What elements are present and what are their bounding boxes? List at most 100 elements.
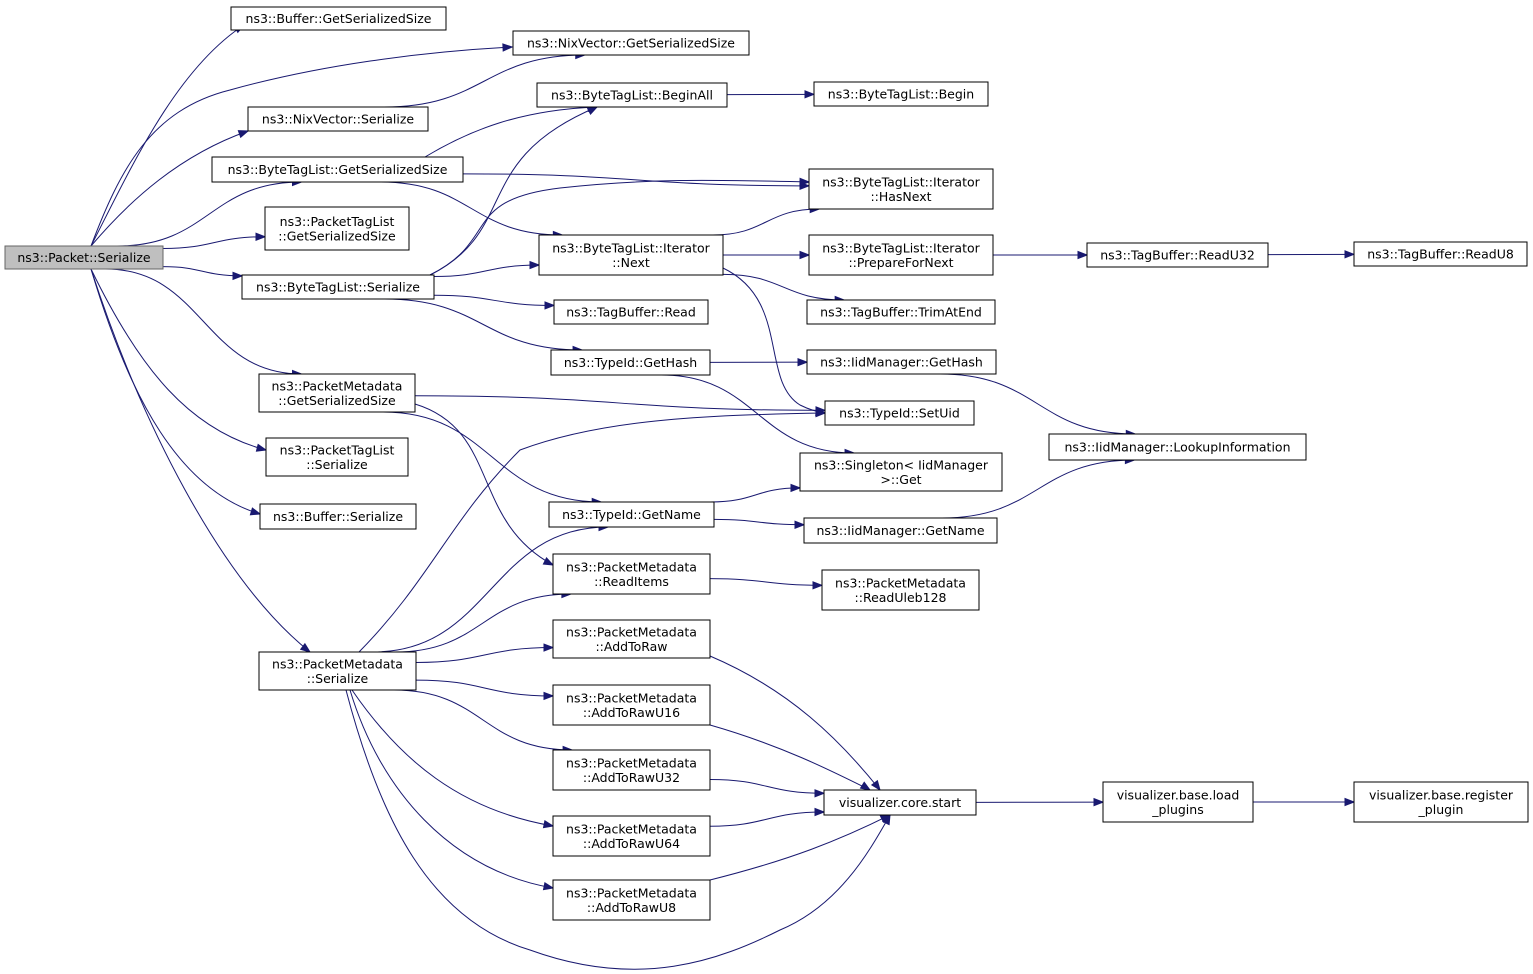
node-buf_gss[interactable]: ns3::Buffer::GetSerializedSize [230,6,447,31]
edge-btl_ser-to-tb_read [433,294,555,306]
edge-root-to-btl_ser-arrowhead [232,271,244,281]
node-box [264,206,410,251]
node-iid_gethash[interactable]: ns3::IidManager::GetHash [806,349,997,375]
node-btl_beginall[interactable]: ns3::ByteTagList::BeginAll [536,82,728,108]
node-label: ::GetSerializedSize [278,393,396,408]
node-box [803,517,998,544]
node-box [552,684,711,726]
node-pm_readitems[interactable]: ns3::PacketMetadata::ReadItems [552,553,711,595]
node-ptl_ser[interactable]: ns3::PacketTagList::Serialize [265,437,409,477]
edge-root-to-nix_ser [90,130,249,247]
node-root[interactable]: ns3::Packet::Serialize [4,245,164,270]
node-label: ns3::ByteTagList::Iterator [822,240,980,255]
node-tb_readu32[interactable]: ns3::TagBuffer::ReadU32 [1086,242,1269,268]
node-vis_register[interactable]: visualizer.base.register_plugin [1353,781,1529,823]
node-nix_gss[interactable]: ns3::NixVector::GetSerializedSize [512,30,750,56]
node-box [247,106,429,132]
node-pm_addtoraw[interactable]: ns3::PacketMetadata::AddToRaw [552,619,711,659]
edge-pm_addtoraw16-to-vis_start [709,724,871,791]
node-label: ns3::TypeId::GetHash [564,355,697,370]
edge-btl_ser-to-tb_read-arrowhead [544,301,556,310]
edge-pm_ser-to-vis_start [345,689,891,970]
node-label: ns3::PacketMetadata [566,885,697,900]
node-label: ns3::PacketTagList [280,214,395,229]
edge-pm_addtoraw-to-vis_start [709,655,881,791]
node-label: ns3::Buffer::GetSerializedSize [246,11,432,26]
node-box [821,569,980,611]
node-tid_getname[interactable]: ns3::TypeId::GetName [548,501,715,528]
node-box [259,503,417,530]
node-label: ns3::PacketMetadata [566,559,697,574]
node-label: ns3::TagBuffer::ReadU32 [1100,248,1255,263]
edge-pm_addtoraw32-to-vis_start [709,779,825,794]
node-box [552,553,711,595]
node-iid_getname[interactable]: ns3::IidManager::GetName [803,517,998,544]
node-vis_start[interactable]: visualizer.core.start [823,789,977,816]
node-box [1353,241,1528,267]
node-box [806,299,996,325]
node-label: ::AddToRaw [595,639,667,654]
node-pm_addtoraw64[interactable]: ns3::PacketMetadata::AddToRawU64 [552,815,711,857]
node-it_hasnext[interactable]: ns3::ByteTagList::Iterator::HasNext [808,168,994,210]
edge-btl_ser-to-tid_gethash [384,298,583,351]
edges-layer [90,24,1356,970]
node-btl_gss[interactable]: ns3::ByteTagList::GetSerializedSize [211,156,464,183]
node-pm_readuleb[interactable]: ns3::PacketMetadata::ReadUleb128 [821,569,980,611]
node-vis_load[interactable]: visualizer.base.load_plugins [1102,781,1254,823]
node-pm_addtoraw32[interactable]: ns3::PacketMetadata::AddToRawU32 [552,749,711,791]
node-it_prep[interactable]: ns3::ByteTagList::Iterator::PrepareForNe… [808,234,994,276]
edge-root-to-pm_ser [90,268,311,653]
edge-pm_addtoraw-to-vis_start-arrowhead [870,779,881,792]
node-tb_read[interactable]: ns3::TagBuffer::Read [553,299,709,325]
edge-btl_gss-to-btl_beginall [424,106,598,158]
node-label: ns3::ByteTagList::Iterator [822,174,980,189]
node-box [823,789,977,816]
node-box [552,879,711,921]
node-box [552,749,711,791]
node-label: ns3::PacketMetadata [566,755,697,770]
node-pm_gss[interactable]: ns3::PacketMetadata::GetSerializedSize [258,373,416,413]
node-box [211,156,464,183]
node-label: ns3::ByteTagList::Begin [828,87,974,102]
edge-it_prep-to-tb_readu32-arrowhead [1077,250,1089,260]
node-box [1353,781,1529,823]
edge-pm_addtoraw32-to-vis_start-arrowhead [814,789,826,798]
node-tid_gethash[interactable]: ns3::TypeId::GetHash [550,349,711,376]
edge-it_next-to-tb_trim [722,273,845,301]
edge-it_next-to-tid_setuid [722,267,826,414]
node-label: ::AddToRawU16 [583,705,680,720]
node-pm_addtoraw16[interactable]: ns3::PacketMetadata::AddToRawU16 [552,684,711,726]
node-label: ::ReadItems [594,574,669,589]
node-iid_lookup[interactable]: ns3::IidManager::LookupInformation [1048,433,1307,461]
edge-root-to-ptl_gss [162,236,266,249]
edge-vis_load-to-vis_register-arrowhead [1344,797,1356,807]
edge-tid_gethash-to-singleton_get [661,374,855,454]
node-singleton_get[interactable]: ns3::Singleton< IidManager>::Get [799,452,1003,492]
node-label: ns3::PacketMetadata [566,821,697,836]
node-box [258,651,417,691]
node-buf_ser[interactable]: ns3::Buffer::Serialize [259,503,417,530]
node-label: ns3::TypeId::GetName [562,507,701,522]
node-it_next[interactable]: ns3::ByteTagList::Iterator::Next [538,234,724,276]
edge-pm_readitems-to-pm_readuleb-arrowhead [812,581,824,590]
node-ptl_gss[interactable]: ns3::PacketTagList::GetSerializedSize [264,206,410,251]
node-nix_ser[interactable]: ns3::NixVector::Serialize [247,106,429,132]
node-label: ns3::Singleton< IidManager [814,457,989,472]
node-label: ns3::PacketMetadata [566,624,697,639]
node-pm_addtoraw8[interactable]: ns3::PacketMetadata::AddToRawU8 [552,879,711,921]
node-tb_readu8[interactable]: ns3::TagBuffer::ReadU8 [1353,241,1528,267]
node-btl_begin[interactable]: ns3::ByteTagList::Begin [813,81,989,107]
edge-pm_ser-to-tid_setuid [358,412,826,653]
node-pm_ser[interactable]: ns3::PacketMetadata::Serialize [258,651,417,691]
edge-pm_ser-to-tid_setuid-arrowhead [815,408,827,418]
node-tb_trim[interactable]: ns3::TagBuffer::TrimAtEnd [806,299,996,325]
node-tid_setuid[interactable]: ns3::TypeId::SetUid [824,400,975,426]
node-label: >::Get [880,472,921,487]
node-btl_ser[interactable]: ns3::ByteTagList::Serialize [241,274,435,300]
node-label: visualizer.base.register [1369,787,1514,802]
edge-pm_ser-to-pm_addtoraw16 [415,679,554,697]
node-label: ns3::ByteTagList::Iterator [552,240,710,255]
node-label: ::PrepareForNext [848,255,953,270]
edge-pm_ser-to-pm_addtoraw8-arrowhead [542,881,555,891]
node-label: ns3::IidManager::GetName [816,523,984,538]
